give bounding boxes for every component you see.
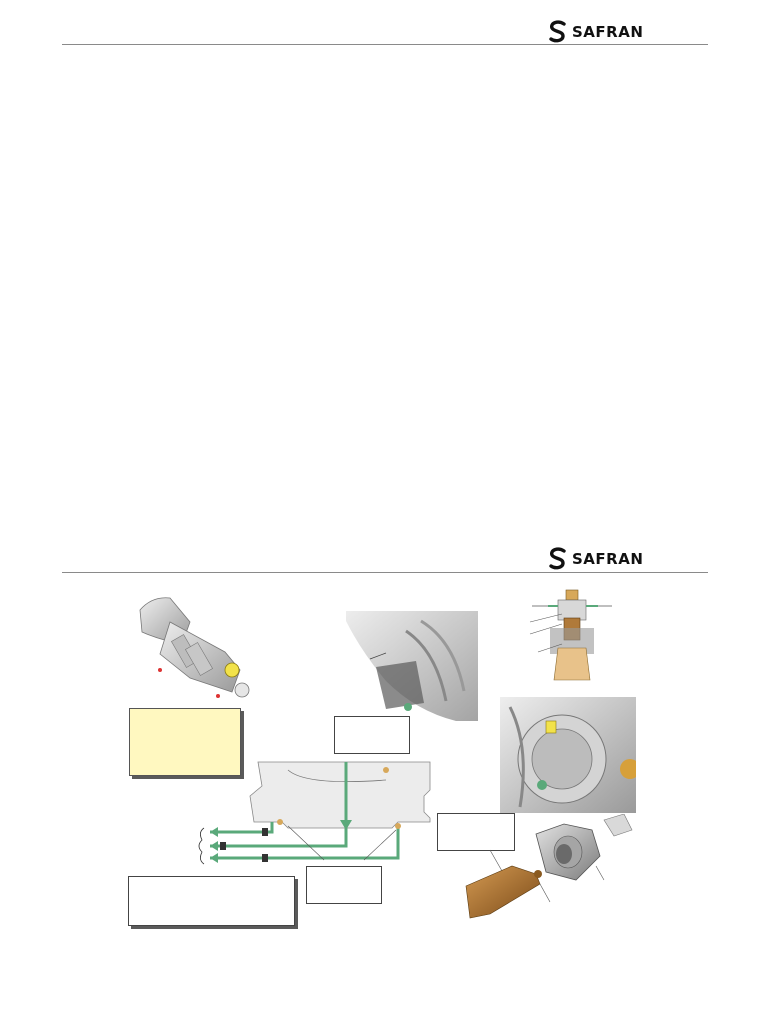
- engine-closeup-illustration: [346, 611, 478, 721]
- safran-wordmark: SAFRAN: [572, 550, 644, 568]
- safran-wordmark: SAFRAN: [572, 23, 644, 41]
- callout-center-top: [334, 716, 410, 754]
- callout-right: [437, 813, 515, 851]
- engine-overview-illustration: [139, 597, 250, 698]
- safran-logo-mid: SAFRAN: [547, 547, 643, 571]
- valve-cutaway-illustration: [529, 589, 612, 681]
- engine-rear-closeup-illustration: [500, 697, 636, 813]
- fuel-system-schematic: [198, 761, 431, 865]
- exploded-parts-illustration: [465, 814, 633, 919]
- header-rule-mid: [62, 572, 708, 573]
- callout-center-bottom: [306, 866, 382, 904]
- safran-s-icon: [549, 547, 566, 570]
- safran-s-icon: [549, 20, 566, 43]
- safran-logo-top: SAFRAN: [547, 20, 643, 44]
- callout-yellow: [129, 708, 241, 776]
- header-rule-top: [62, 44, 708, 45]
- callout-bottom-left: [128, 876, 295, 926]
